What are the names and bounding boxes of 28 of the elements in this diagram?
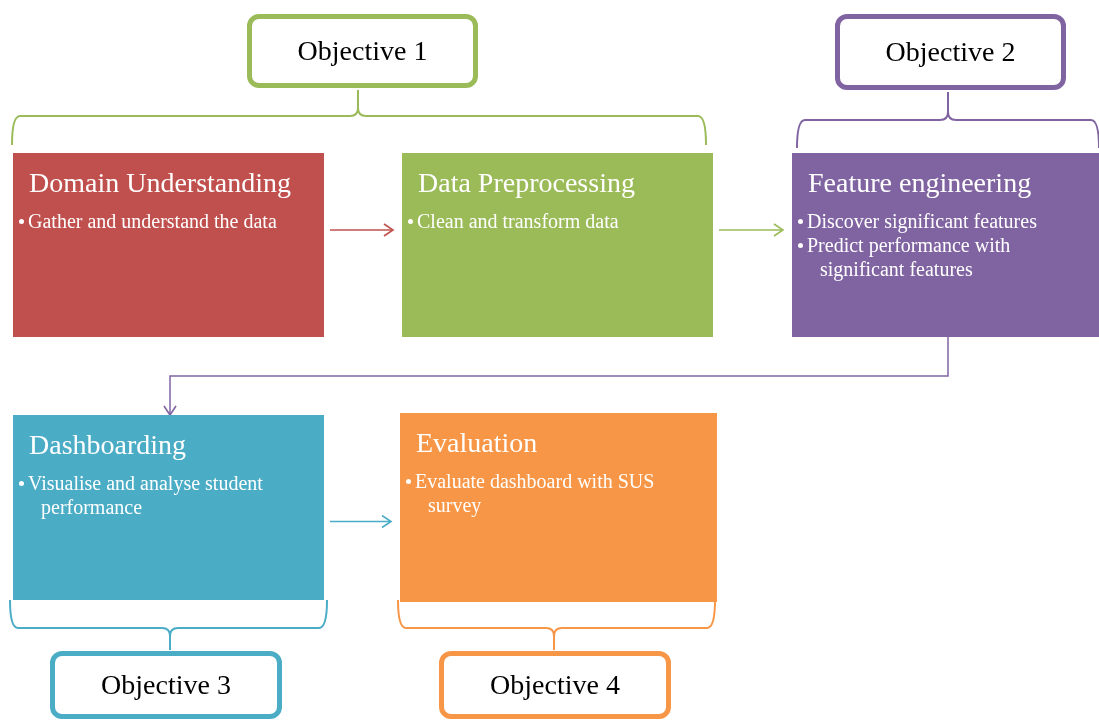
arrow xyxy=(329,223,394,237)
bullet-text: Discover significant features xyxy=(808,209,1071,234)
bullet-text: Visualise and analyse student performance xyxy=(29,471,296,520)
process-box xyxy=(792,153,1099,337)
objective-label: Objective 3 xyxy=(101,669,231,701)
arrow xyxy=(163,336,949,416)
process-box xyxy=(13,415,324,600)
arrow xyxy=(718,223,784,237)
objective-box xyxy=(50,651,282,719)
bullet-text: Evaluate dashboard with SUS survey xyxy=(416,469,689,518)
step-title: Domain Understanding xyxy=(29,167,293,200)
bullet-text: Gather and understand the data xyxy=(29,209,296,234)
step-title: Evaluation xyxy=(416,427,539,460)
step-title: Dashboarding xyxy=(29,429,188,462)
objective-box xyxy=(247,14,478,88)
arrow xyxy=(329,514,392,529)
objective-label: Objective 2 xyxy=(885,36,1016,68)
process-box xyxy=(402,153,713,337)
objective-box xyxy=(835,14,1066,90)
step-title: Feature engineering xyxy=(808,167,1033,200)
objective-label: Objective 1 xyxy=(297,35,428,67)
objective-box xyxy=(439,651,671,719)
bullet-text: Clean and transform data xyxy=(418,209,685,234)
objective-label: Objective 4 xyxy=(490,669,620,701)
step-title: Data Preprocessing xyxy=(418,167,636,200)
process-box xyxy=(400,413,717,602)
process-box xyxy=(13,153,324,337)
bullet-text: Predict performance with significant features xyxy=(808,233,1071,282)
